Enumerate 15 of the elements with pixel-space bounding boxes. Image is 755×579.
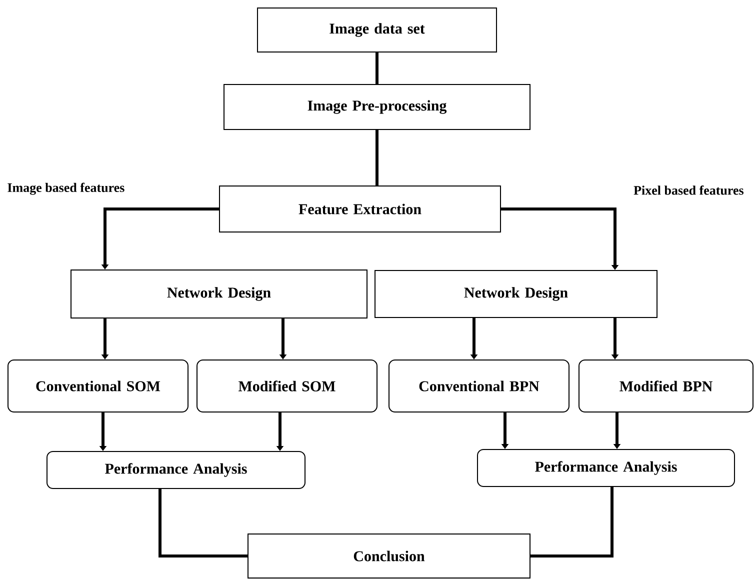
arrow xyxy=(501,208,619,270)
process-box: Feature Extraction xyxy=(219,186,501,232)
process-box: Performance Analysis xyxy=(477,449,735,487)
process-box: Conventional SOM xyxy=(8,360,188,412)
process-box: Performance Analysis xyxy=(46,451,306,489)
process-box: Image Pre-processing xyxy=(224,84,530,130)
process-box: Conventional BPN xyxy=(388,360,570,412)
process-box: Modified SOM xyxy=(196,360,378,412)
process-box: Modified BPN xyxy=(578,360,754,412)
process-box: Image data set xyxy=(257,8,497,52)
edge-label: Image based features xyxy=(8,182,124,195)
edge-label: Pixel based features xyxy=(634,185,744,195)
process-box: Network Design xyxy=(374,270,658,318)
process-box: Conclusion xyxy=(248,534,530,578)
process-box: Network Design xyxy=(70,270,368,318)
